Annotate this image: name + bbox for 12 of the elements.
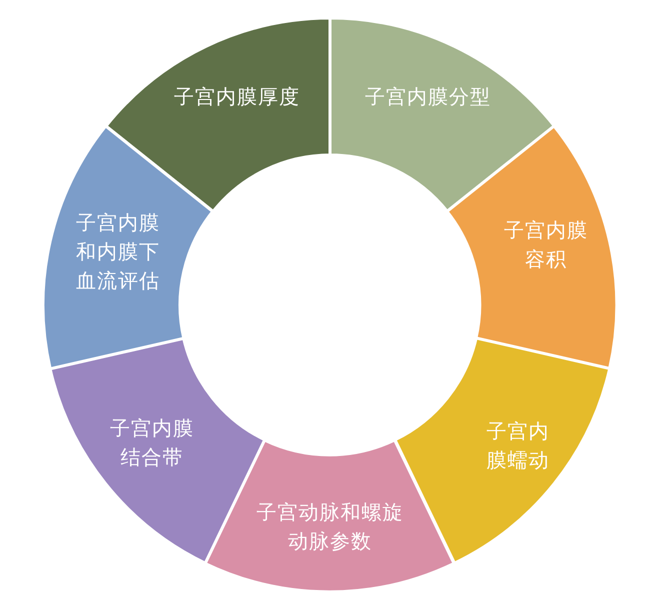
segment-label: 子宫内膜分型 — [364, 84, 492, 110]
donut-segment — [205, 440, 455, 592]
segment-label: 子宫动脉和螺旋动脉参数 — [256, 498, 404, 555]
segment-label: 子宫内膜蠕动 — [485, 418, 550, 474]
segment-label: 子宫内膜厚度 — [172, 84, 301, 110]
segment-label: 子宫内膜结合带 — [108, 414, 195, 471]
donut-segment — [106, 18, 330, 212]
donut-segment — [43, 126, 213, 369]
donut-segment — [330, 18, 554, 212]
donut-segment — [447, 126, 617, 369]
segment-label: 子宫内膜和内膜下血流评估 — [75, 209, 161, 294]
segment-label: 子宫内膜容积 — [502, 216, 589, 273]
